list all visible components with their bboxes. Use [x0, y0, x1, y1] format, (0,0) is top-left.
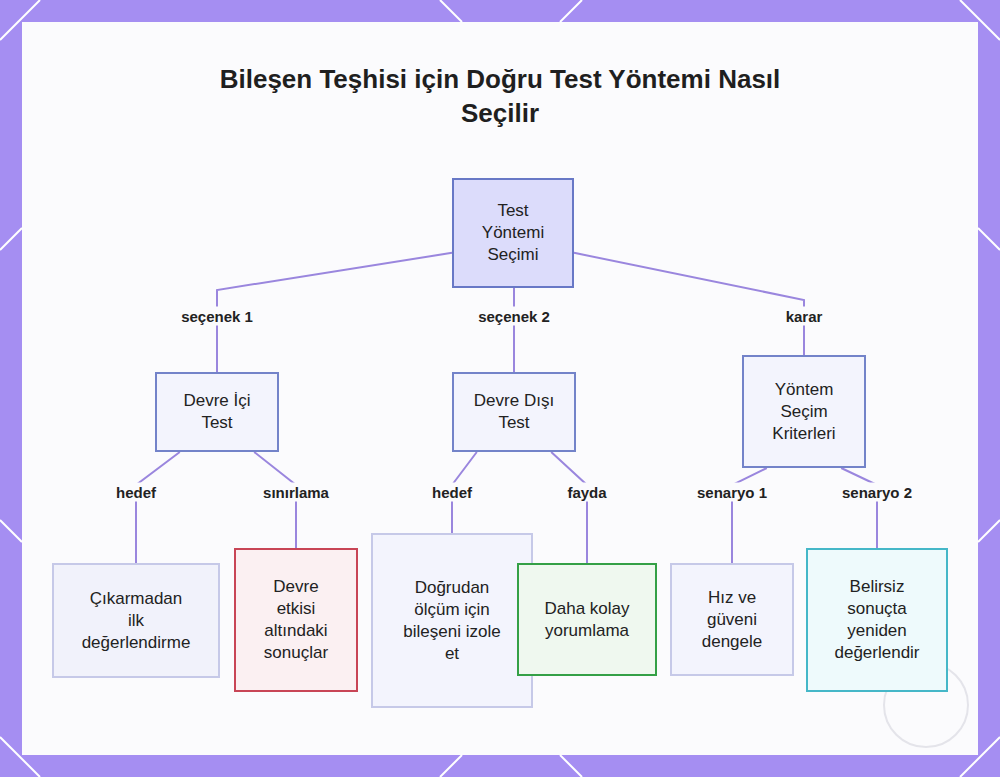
process-box: Devre Dışı Test [452, 372, 576, 452]
box-text-group: Yöntem Seçim Kriterleri [768, 379, 840, 445]
process-box: Çıkarmadan ilk değerlendirme [52, 563, 220, 678]
process-box: Test Yöntemi Seçimi [452, 178, 574, 288]
box-label: Devre İçi Test [171, 390, 263, 434]
box-label: Daha kolay yorumlama [533, 598, 641, 642]
box-label: Devre etkisi altındaki sonuçlar [258, 576, 334, 664]
diagram-title: Bileşen Teşhisi için Doğru Test Yöntemi … [200, 62, 800, 130]
box-label: Çıkarmadan ilk değerlendirme [80, 588, 192, 654]
process-box: Yöntem Seçim Kriterleri [742, 355, 866, 468]
box-text-group: Doğrudan ölçüm için bileşeni izole et [399, 577, 505, 665]
process-box: Hız ve güveni dengele [670, 563, 794, 676]
process-box: Devre İçi Test [155, 372, 279, 452]
connector-line [841, 468, 877, 548]
edge-label: karar [783, 307, 826, 326]
process-box: Devre etkisi altındaki sonuçlar [234, 548, 358, 692]
box-label: Belirsiz sonuçta yeniden değerlendir [826, 576, 928, 664]
edge-label: seçenek 1 [178, 307, 256, 326]
process-box: Daha kolay yorumlama [517, 563, 657, 676]
connector-line [574, 253, 804, 355]
box-text-group: Devre etkisi altındaki sonuçlar [258, 576, 334, 664]
edge-label: senaryo 2 [839, 483, 915, 502]
box-text-group: Çıkarmadan ilk değerlendirme [80, 588, 192, 654]
box-text-group: Devre İçi Test [171, 390, 263, 434]
edge-label: hedef [429, 483, 475, 502]
box-label: Test Yöntemi Seçimi [482, 200, 544, 266]
edge-label: fayda [564, 483, 609, 502]
process-box: Belirsiz sonuçta yeniden değerlendir [806, 548, 948, 692]
box-label: Devre Dışı Test [468, 390, 560, 434]
process-box: Doğrudan ölçüm için bileşeni izole et [371, 533, 533, 708]
connector-line [551, 452, 587, 563]
box-text-group: Devre Dışı Test [468, 390, 560, 434]
box-label: Doğrudan ölçüm için bileşeni izole et [399, 577, 505, 665]
box-text-group: Hız ve güveni dengele [692, 587, 772, 653]
box-text-group: Test Yöntemi Seçimi [482, 200, 544, 266]
box-label: Hız ve güveni dengele [692, 587, 772, 653]
edge-label: seçenek 2 [475, 307, 553, 326]
box-text-group: Daha kolay yorumlama [533, 598, 641, 642]
edge-label: senaryo 1 [694, 483, 770, 502]
connector-line [136, 452, 180, 563]
edge-label: hedef [113, 483, 159, 502]
edge-label: sınırlama [260, 483, 332, 502]
box-label: Yöntem Seçim Kriterleri [768, 379, 840, 445]
box-text-group: Belirsiz sonuçta yeniden değerlendir [826, 576, 928, 664]
connector-line [514, 288, 515, 372]
